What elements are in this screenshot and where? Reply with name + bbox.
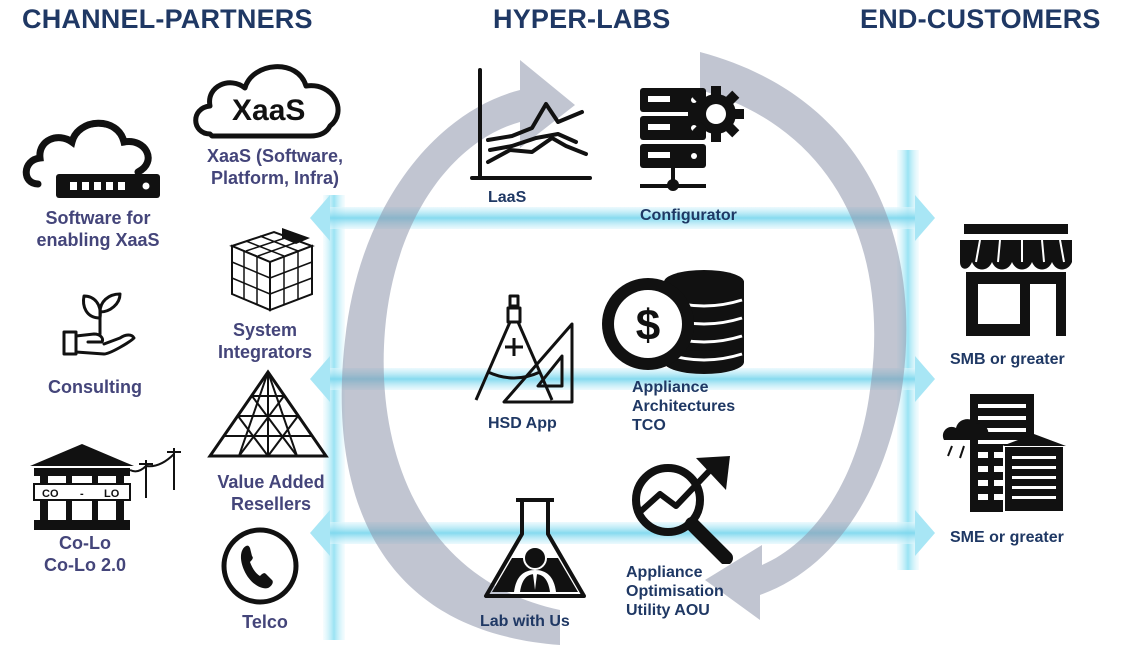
xaas-cloud-icon xyxy=(193,64,341,139)
xaas-cloud-text: XaaS xyxy=(232,94,306,127)
colo-sign-right: LO xyxy=(104,488,120,500)
compass-ruler-icon xyxy=(474,294,574,404)
cube-icon xyxy=(229,228,315,312)
label-telco: Telco xyxy=(242,612,288,632)
label-software-for-xaas: Software for enabling XaaS xyxy=(36,208,160,250)
cycle-arrow-left xyxy=(341,60,575,645)
label-appliance-optimisation: Appliance Optimisation Utility AOU xyxy=(626,564,724,620)
label-hsd-app: HSD App xyxy=(488,415,557,432)
svg-text:$: $ xyxy=(636,301,660,350)
label-xaas: XaaS (Software, Platform, Infra) xyxy=(206,146,344,188)
label-system-integrators: System Integrators xyxy=(217,320,313,362)
colo-building-icon xyxy=(30,444,181,530)
lab-flask-icon xyxy=(484,498,586,598)
label-lab-with-us: Lab with Us xyxy=(480,613,570,630)
pyramid-icon xyxy=(207,369,329,458)
label-value-added-resellers: Value Added Resellers xyxy=(217,472,325,514)
label-configurator: Configurator xyxy=(640,207,737,224)
shop-storefront-icon xyxy=(960,224,1072,336)
heading-channel-partners: CHANNEL-PARTNERS xyxy=(22,4,313,34)
cloud-server-icon xyxy=(22,119,160,198)
label-smb: SMB or greater xyxy=(950,351,1065,368)
coins-dollar-icon: $ xyxy=(602,270,744,374)
laas-chart-icon xyxy=(470,68,592,180)
city-buildings-icon xyxy=(942,394,1066,513)
heading-hyper-labs: HYPER-LABS xyxy=(493,4,671,34)
cycle-arrows xyxy=(341,52,907,645)
right-vertical-bar xyxy=(897,150,919,570)
heading-end-customers: END-CUSTOMERS xyxy=(860,4,1101,34)
cycle-arrow-right xyxy=(700,52,907,620)
telephone-icon xyxy=(221,527,299,605)
label-laas: LaaS xyxy=(488,189,527,206)
colo-sign-left: CO xyxy=(42,488,59,500)
label-consulting: Consulting xyxy=(48,377,142,397)
label-sme: SME or greater xyxy=(950,529,1064,546)
server-gear-icon xyxy=(640,86,744,191)
band-bottom xyxy=(310,510,935,556)
label-appliance-architectures: Appliance Architectures TCO xyxy=(632,379,736,435)
band-top xyxy=(310,195,935,241)
colo-sign-mid: - xyxy=(80,488,84,500)
magnifier-trend-icon xyxy=(632,456,733,564)
label-colo: Co-Lo Co-Lo 2.0 xyxy=(43,533,126,575)
band-middle xyxy=(310,356,935,402)
hand-plant-icon xyxy=(62,292,136,356)
